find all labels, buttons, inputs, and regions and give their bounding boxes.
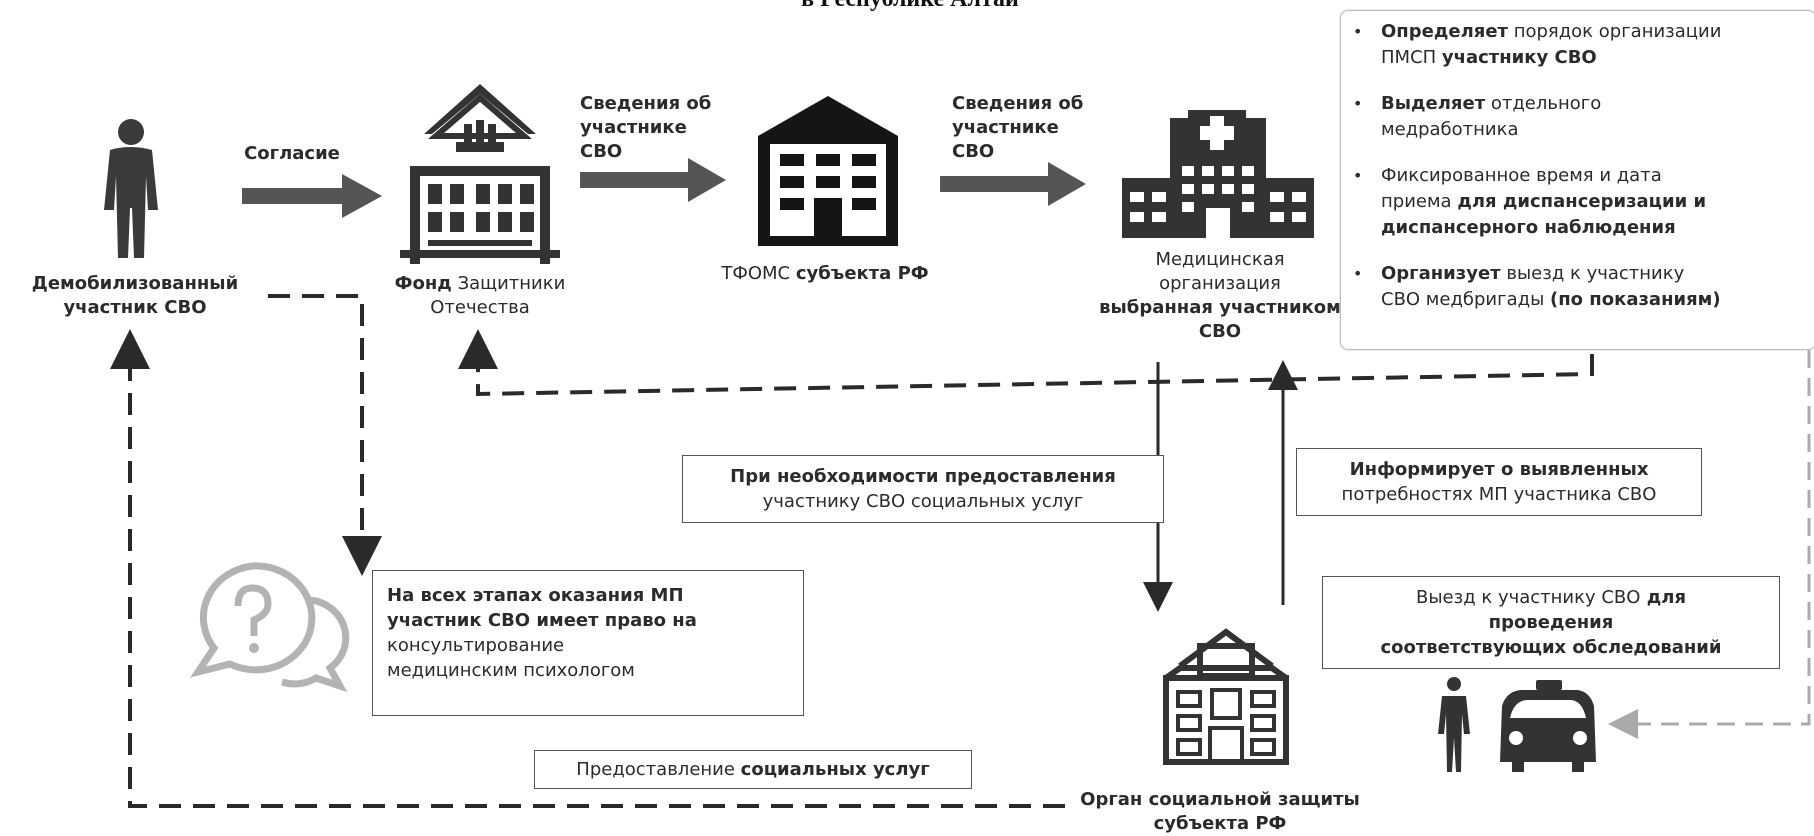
page-title: в Республике Алтай [700,0,1120,13]
hospital-icon [1122,110,1314,238]
speech-bubble-question-icon [190,562,350,692]
node-social: Орган социальной защиты субъекта РФ [1080,789,1360,834]
node-tfoms: ТФОМС субъекта РФ [721,263,929,284]
node-medorg: Медицинская организация выбранная участн… [1099,249,1341,342]
dashed-veteran-to-psych [268,294,382,576]
label-info-2: Сведения об участнике СВО [952,93,1084,162]
office-building-icon [758,96,898,246]
municipal-building-icon [1163,628,1289,765]
box-visit: Выезд к участнику СВО для проведения соо… [1322,576,1780,669]
arrow-info-2 [940,162,1086,206]
node-fund: Фонд Защитники Отечества [394,273,566,318]
node-veteran: Демобилизованный участник СВО [31,273,239,318]
arrow-info-1 [580,158,726,202]
classical-building-icon [400,84,560,264]
label-consent: Согласие [244,143,340,164]
box-social-need: При необходимости предоставления участни… [682,455,1164,523]
car-and-person-icon [1438,677,1596,772]
box-inform: Информирует о выявленных потребностях МП… [1296,448,1702,516]
dashed-medorg-to-fund [458,329,1594,397]
box-services: Предоставление социальных услуг [534,750,972,789]
dashed-bullets-to-car [1608,350,1811,739]
box-psych: На всех этапах оказания МП участник СВО … [372,570,804,716]
dashed-social-to-veteran [110,329,1065,808]
person-icon [104,119,158,258]
arrow-consent [242,174,382,218]
label-info-1: Сведения об участнике СВО [580,93,712,162]
